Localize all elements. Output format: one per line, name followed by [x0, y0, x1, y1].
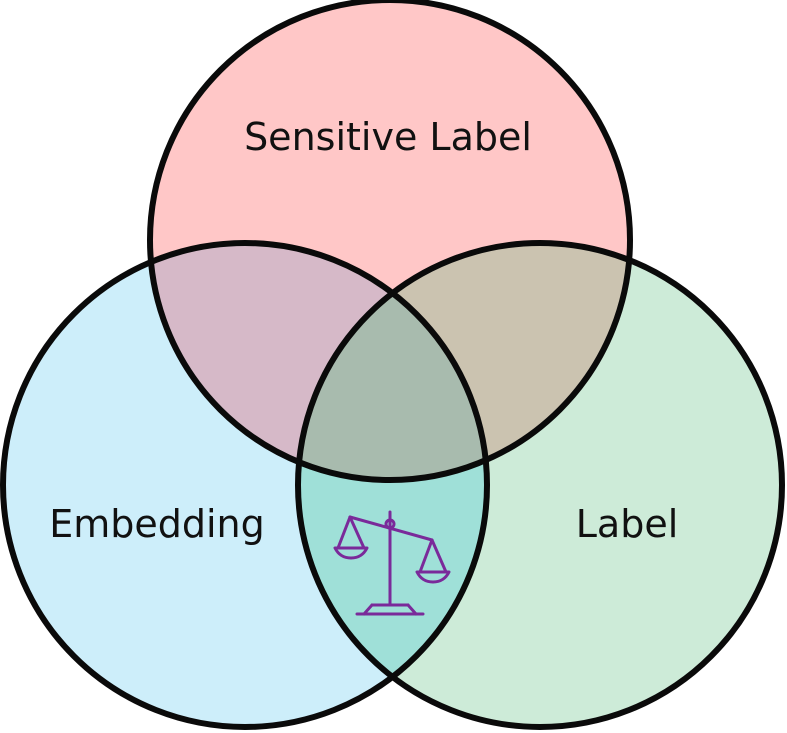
all-three-overlap: [298, 243, 487, 480]
sensitive-label-outline: [147, 0, 633, 483]
sensitive-label-text: Sensitive Label: [244, 115, 532, 159]
label-outline: [295, 240, 785, 730]
embedding-outline: [0, 240, 490, 730]
balance-scale-icon: [333, 510, 451, 616]
embedding-text: Embedding: [49, 502, 265, 546]
label-text: Label: [576, 502, 679, 546]
